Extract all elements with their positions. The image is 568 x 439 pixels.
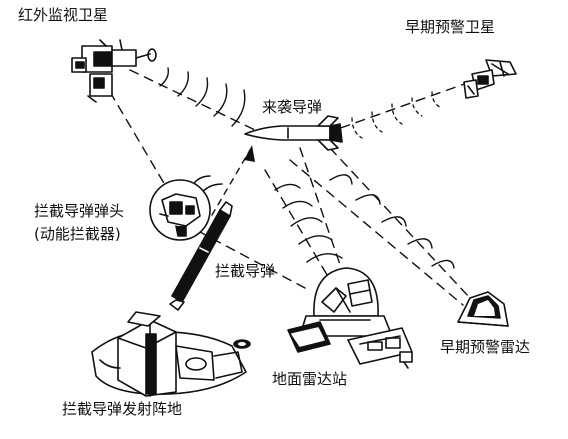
sight-line-ewr-left (289, 159, 464, 306)
signal-arcs-early-radar (329, 174, 455, 269)
interceptor-warhead-label: 拦截导弹弹头 (34, 202, 125, 220)
early-warning-satellite-label: 早期预警卫星 (405, 18, 496, 36)
early-warning-radar-label: 早期预警雷达 (440, 338, 531, 356)
sight-line-radar-right (299, 147, 348, 286)
signal-arcs-early (351, 91, 443, 139)
trajectory-arrowhead (244, 145, 255, 162)
ir-satellite-icon (71, 39, 157, 103)
incoming-missile-label: 来袭导弹 (262, 98, 323, 116)
early-warning-radar-icon (457, 291, 509, 327)
incoming-missile-icon (244, 115, 343, 151)
launch-site-icon (91, 311, 251, 397)
ir-satellite-label: 红外监视卫星 (18, 6, 109, 24)
sight-line-early-to-missile (334, 81, 471, 131)
interceptor-warhead-icon (149, 179, 211, 241)
signal-arcs-ir (159, 67, 246, 127)
sight-line-ewr-right (329, 147, 471, 299)
interceptor-missile-label: 拦截导弹 (215, 262, 276, 280)
interceptor-trajectory (211, 149, 251, 216)
ground-radar-station-icon (287, 267, 413, 369)
interceptor-missile-icon (169, 201, 233, 311)
signal-arcs-ground-radar (274, 183, 343, 263)
launch-site-label: 拦截导弹发射阵地 (62, 400, 183, 418)
ground-radar-station-label: 地面雷达站 (272, 370, 348, 388)
early-warning-satellite-icon (463, 59, 517, 99)
sight-line-ground-to-warhead (199, 231, 306, 289)
sight-line-ir-to-warhead (109, 91, 169, 191)
interceptor-warhead-sublabel: (动能拦截器) (34, 225, 121, 243)
sight-line-ir-to-missile (129, 69, 256, 131)
sight-lines (109, 69, 471, 306)
